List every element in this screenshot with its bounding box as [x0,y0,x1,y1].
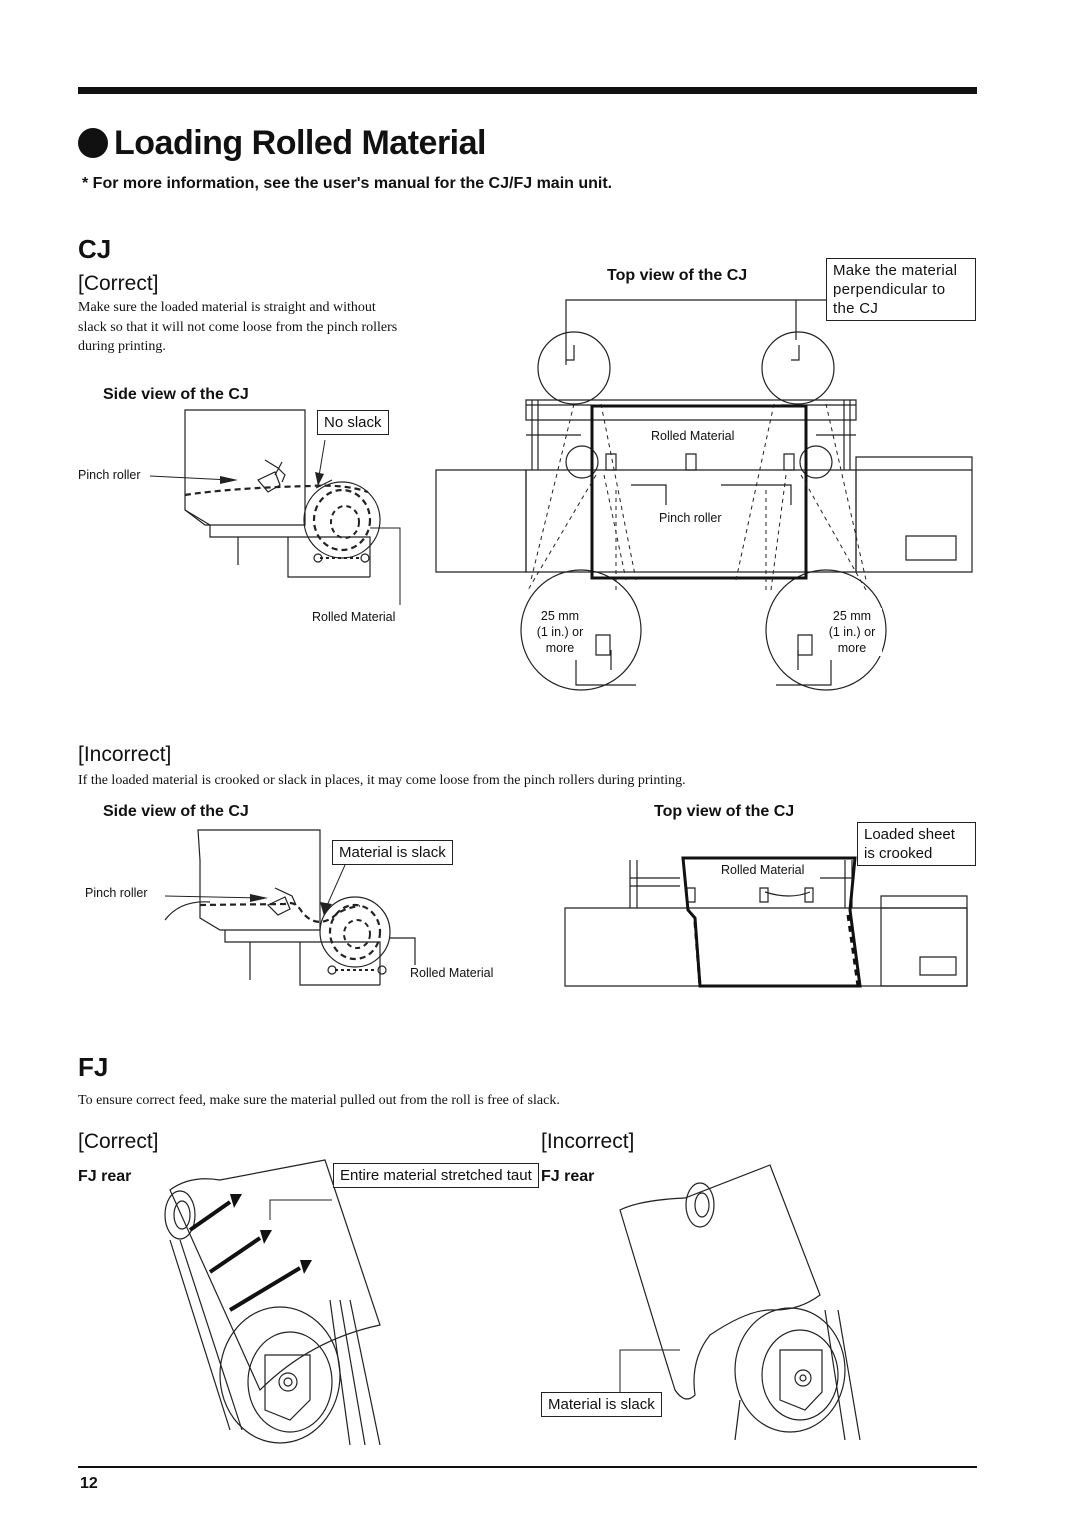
bottom-rule [78,1466,977,1468]
cj-incorrect-side-view-title: Side view of the CJ [103,803,249,820]
fj-correct-callout: Entire material stretched taut [333,1163,539,1188]
cj-incorrect-top-callout: Loaded sheet is crooked [857,822,976,866]
cj-correct-detail-left-label: 25 mm (1 in.) or more [530,608,590,656]
fj-text: To ensure correct feed, make sure the ma… [78,1093,560,1108]
cj-correct-rolled-material-label: Rolled Material [312,610,396,624]
detail-left-line-3: more [545,641,575,655]
cj-correct-top-rolled-material-label: Rolled Material [651,429,735,443]
detail-left-line-1: 25 mm [540,609,580,623]
cj-correct-top-pinch-roller-label: Pinch roller [659,511,722,525]
fj-correct-view-title: FJ rear [78,1168,132,1185]
cj-incorrect-top-view-title: Top view of the CJ [654,803,795,820]
fj-heading: FJ [78,1052,109,1082]
cj-correct-top-view-illustration [436,290,976,710]
fj-correct-rear-illustration [150,1160,410,1450]
cj-correct-side-view-illustration [70,400,430,640]
cj-correct-side-view-title: Side view of the CJ [103,386,249,403]
cj-correct-top-view-title: Top view of the CJ [607,267,748,284]
cj-incorrect-heading: [Incorrect] [78,743,172,766]
cj-incorrect-rolled-material-label: Rolled Material [410,966,494,980]
cj-incorrect-side-view-illustration [70,820,520,1010]
cj-correct-detail-right-label: 25 mm (1 in.) or more [822,608,882,656]
title-bullet-icon [78,128,108,158]
fj-incorrect-view-title: FJ rear [541,1168,595,1185]
page-title: Loading Rolled Material [114,124,486,162]
cj-incorrect-text: If the loaded material is crooked or sla… [78,773,686,788]
cj-incorrect-slack-callout: Material is slack [332,840,453,865]
cj-heading: CJ [78,234,112,264]
fj-correct-heading: [Correct] [78,1130,159,1153]
top-rule [78,87,977,94]
fj-incorrect-rear-illustration [610,1160,880,1450]
detail-left-line-2: (1 in.) or [536,625,584,639]
cj-correct-text: Make sure the loaded material is straigh… [78,300,398,354]
page-number: 12 [80,1475,98,1492]
cj-incorrect-pinch-roller-label: Pinch roller [85,886,148,900]
cj-correct-top-callout: Make the material perpendicular to the C… [826,258,976,321]
fj-incorrect-heading: [Incorrect] [541,1130,635,1153]
fj-incorrect-callout: Material is slack [541,1392,662,1417]
cj-incorrect-top-view-illustration [565,840,985,990]
detail-right-line-1: 25 mm [832,609,872,623]
detail-right-line-3: more [837,641,867,655]
cj-incorrect-top-rolled-material-label: Rolled Material [721,863,805,877]
cj-correct-no-slack-callout: No slack [317,410,389,435]
cj-correct-pinch-roller-label: Pinch roller [78,468,141,482]
detail-right-line-2: (1 in.) or [828,625,876,639]
reference-note: * For more information, see the user's m… [82,175,613,192]
cj-correct-heading: [Correct] [78,272,159,295]
